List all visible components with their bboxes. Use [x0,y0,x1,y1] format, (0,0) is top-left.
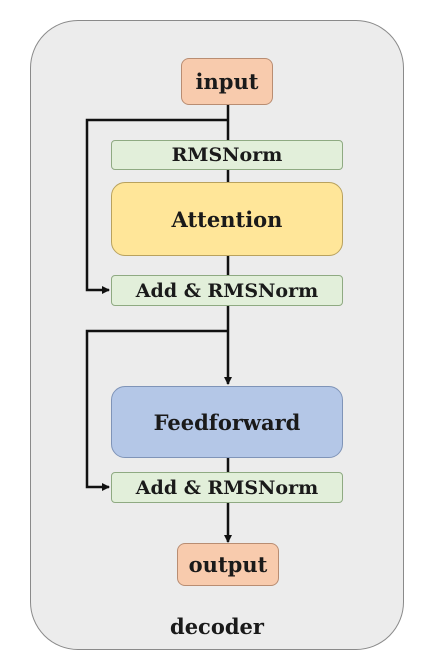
feedforward-node: Feedforward [111,386,343,458]
add-rmsnorm-label-2: Add & RMSNorm [135,476,319,499]
feedforward-label: Feedforward [153,409,301,435]
attention-node: Attention [111,182,343,256]
input-label: input [195,69,259,94]
add-rmsnorm-node-2: Add & RMSNorm [111,472,343,503]
output-node: output [177,543,279,586]
attention-label: Attention [171,206,283,232]
add-rmsnorm-label-1: Add & RMSNorm [135,279,319,302]
residual-skip-feedforward [85,329,228,491]
output-label: output [188,552,268,577]
decoder-caption: decoder [170,614,264,639]
input-node: input [181,58,273,105]
rmsnorm-label: RMSNorm [171,144,283,166]
add-rmsnorm-node-1: Add & RMSNorm [111,275,343,306]
residual-skip-attention [85,118,228,294]
rmsnorm-node: RMSNorm [111,140,343,170]
